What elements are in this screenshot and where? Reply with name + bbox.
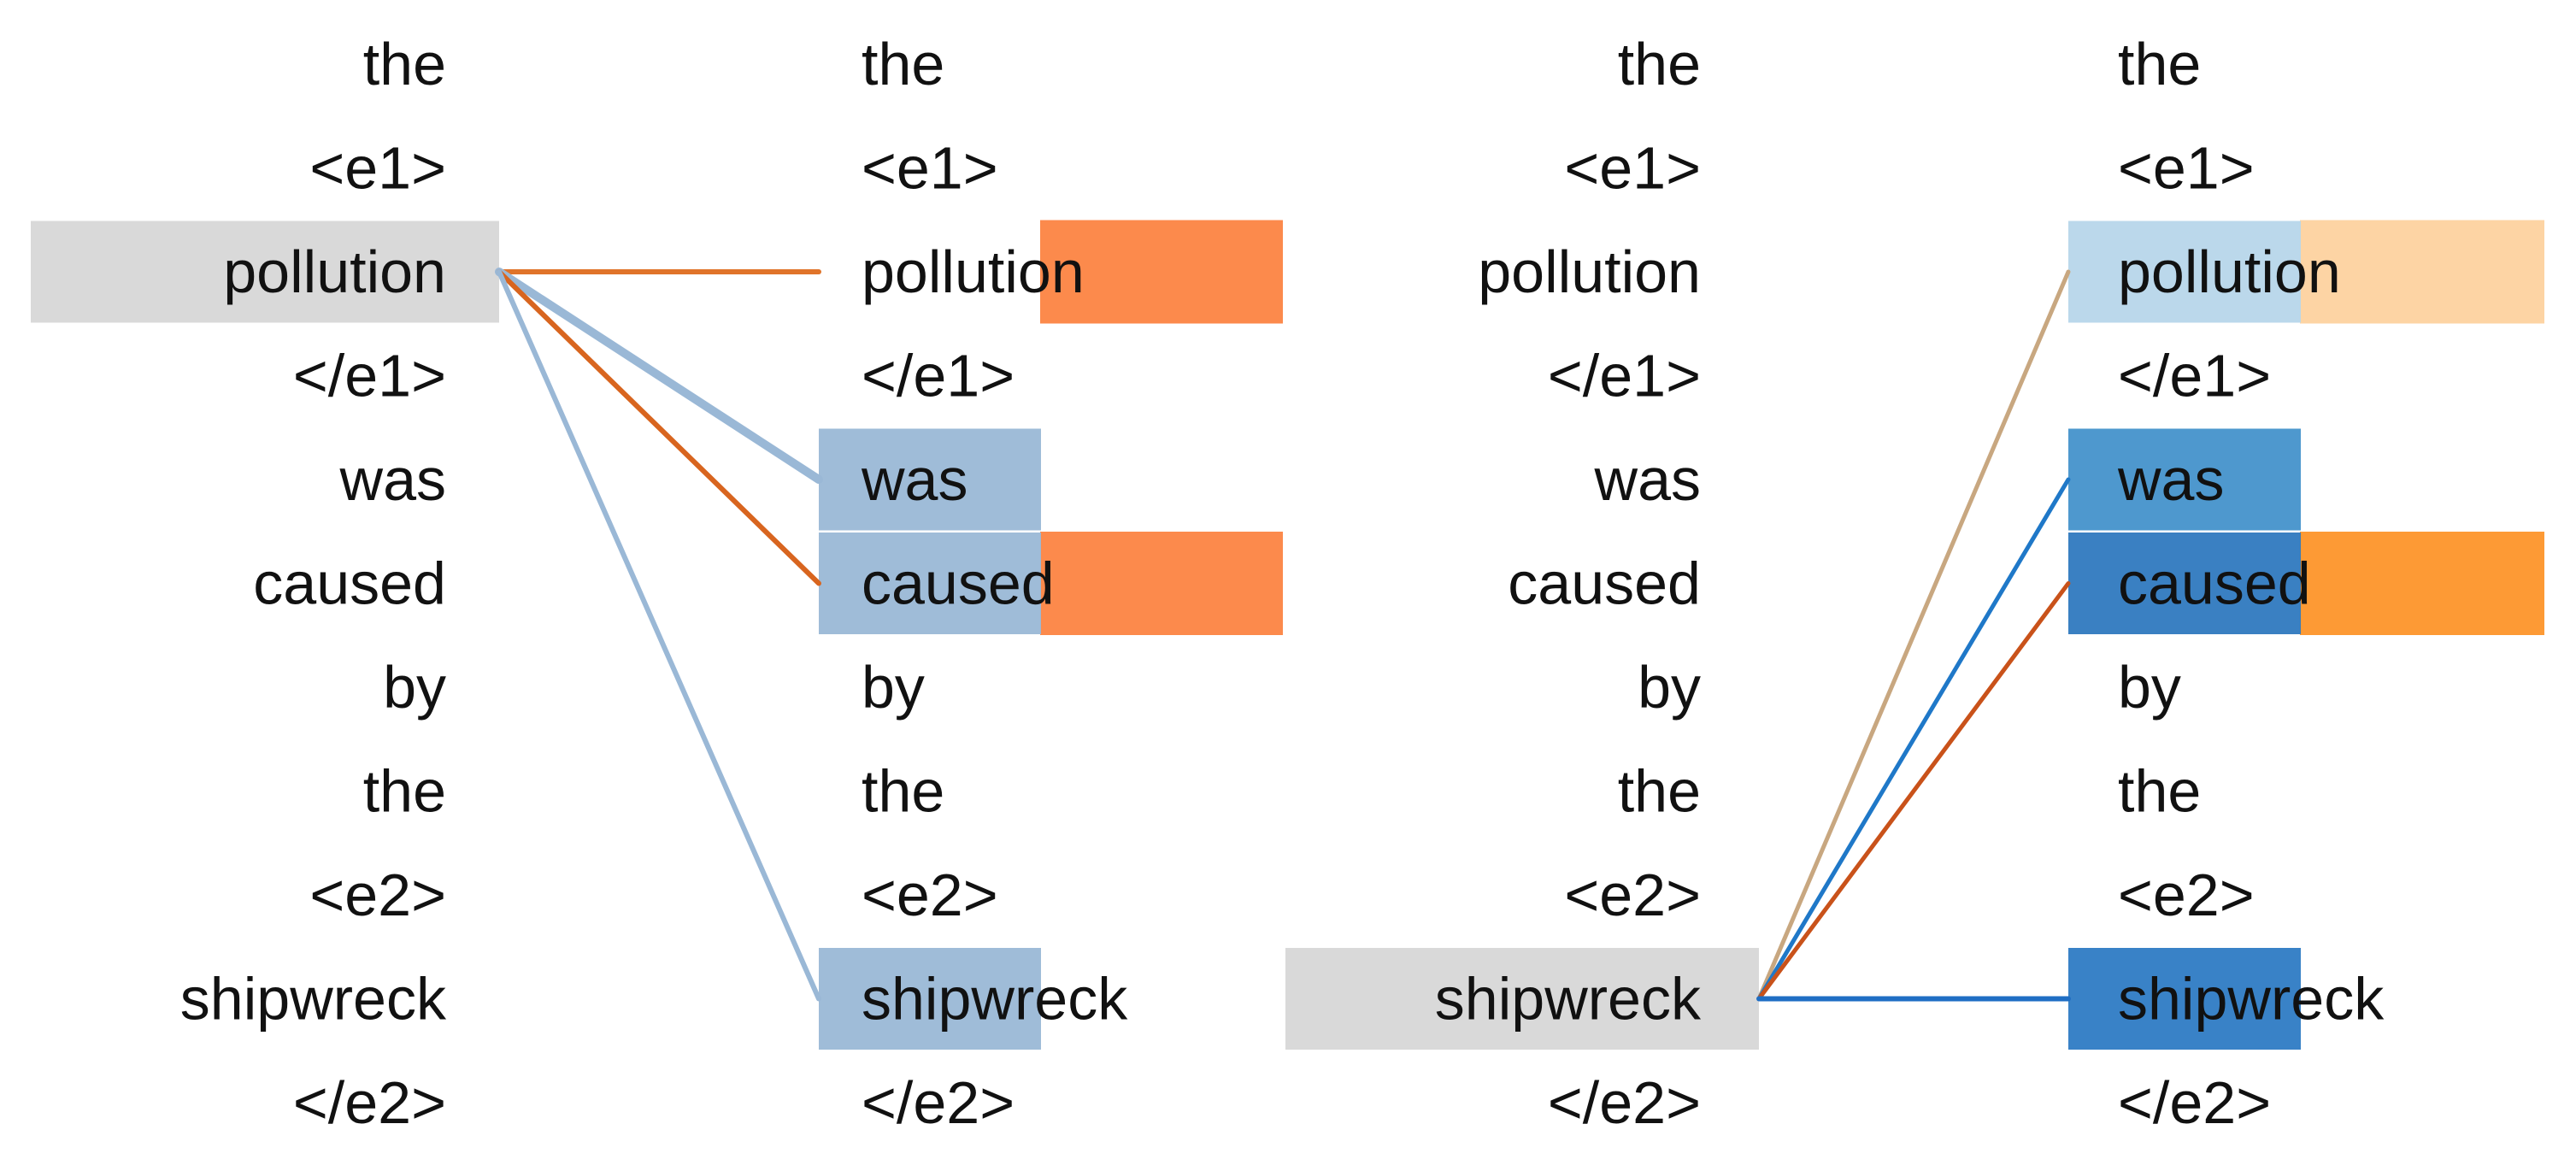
token-right: <e2> <box>862 862 998 928</box>
token-right: caused <box>2118 550 2311 617</box>
token-left: </e1> <box>1548 343 1701 409</box>
token-right: <e1> <box>862 135 998 202</box>
score-bar-2 <box>1040 220 1283 324</box>
token-left: caused <box>253 550 446 617</box>
attention-box-5 <box>2068 533 2301 634</box>
token-right: </e1> <box>862 343 1015 409</box>
token-left: shipwreck <box>180 966 447 1033</box>
panel-2: the the <e1> <e1> pollution pollution </e1> </e… <box>1285 31 2544 1136</box>
token-right: pollution <box>862 238 1085 305</box>
attention-box-4 <box>2068 428 2301 531</box>
token-left: <e1> <box>1564 135 1701 202</box>
attention-box-9 <box>819 948 1041 1050</box>
attention-box-5 <box>819 533 1041 634</box>
token-right: </e2> <box>862 1069 1015 1136</box>
token-left: <e2> <box>1564 862 1701 928</box>
attention-box-9 <box>2068 948 2301 1050</box>
token-left: pollution <box>1478 238 1701 305</box>
attention-box-2 <box>2068 221 2301 323</box>
panel-1: the the <e1> <e1> pollution pollution </e1> </e… <box>31 31 1283 1136</box>
token-left: the <box>363 31 446 97</box>
token-left: </e2> <box>293 1069 446 1136</box>
attention-line-4 <box>495 268 823 484</box>
attention-line-4 <box>1756 477 2071 1001</box>
attention-line-5 <box>497 269 821 586</box>
attention-box-4 <box>819 428 1041 531</box>
token-right: </e1> <box>2118 343 2271 409</box>
token-right: caused <box>862 550 1055 617</box>
token-left: caused <box>1508 550 1701 617</box>
token-left: </e2> <box>1548 1069 1701 1136</box>
token-left: by <box>383 654 446 721</box>
token-right: </e2> <box>2118 1069 2271 1136</box>
token-left: </e1> <box>293 343 446 409</box>
token-left: shipwreck <box>1435 966 1702 1033</box>
token-right: was <box>2117 446 2224 513</box>
token-left: the <box>363 758 446 825</box>
token-right: by <box>862 654 925 721</box>
query-highlight <box>31 221 499 323</box>
attention-line-5 <box>1756 581 2071 1001</box>
token-left: pollution <box>223 238 446 305</box>
token-right: the <box>862 31 944 97</box>
attention-line-9 <box>497 269 821 1002</box>
token-right: <e1> <box>2118 135 2255 202</box>
token-right: shipwreck <box>862 966 1128 1033</box>
query-highlight <box>1285 948 1759 1050</box>
token-right: pollution <box>2118 238 2341 305</box>
score-bar-5 <box>1040 532 1283 635</box>
token-left: <e1> <box>309 135 446 202</box>
attention-line-2 <box>1756 269 2071 1001</box>
token-right: <e2> <box>2118 862 2255 928</box>
token-left: the <box>1618 758 1701 825</box>
token-left: <e2> <box>309 862 446 928</box>
token-right: was <box>861 446 967 513</box>
token-right: the <box>2118 31 2201 97</box>
token-right: shipwreck <box>2118 966 2385 1033</box>
token-right: by <box>2118 654 2181 721</box>
token-left: was <box>339 446 446 513</box>
token-left: was <box>1594 446 1701 513</box>
score-bar-5 <box>2300 532 2544 635</box>
token-right: the <box>862 758 944 825</box>
token-left: the <box>1618 31 1701 97</box>
token-left: by <box>1638 654 1701 721</box>
token-right: the <box>2118 758 2201 825</box>
